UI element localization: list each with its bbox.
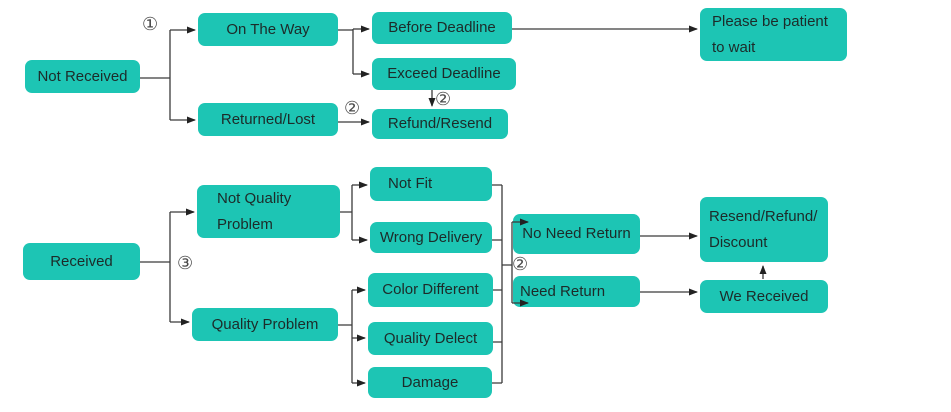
node-wrong-delivery: Wrong Delivery — [370, 222, 492, 253]
node-resend-refund-discount: Resend/Refund/ Discount — [700, 197, 828, 262]
node-quality-problem: Quality Problem — [192, 308, 338, 341]
node-returned-lost: Returned/Lost — [198, 103, 338, 136]
connector-notreceived-split — [140, 26, 196, 124]
node-not-quality-problem: Not Quality Problem — [197, 185, 340, 238]
node-received: Received — [23, 243, 140, 280]
node-refund-resend: Refund/Resend — [372, 109, 508, 139]
node-exceed-deadline: Exceed Deadline — [372, 58, 516, 90]
node-quality-delect: Quality Delect — [368, 322, 493, 355]
connector-ontheway-split — [338, 25, 370, 78]
step-circle-1: ① — [142, 14, 159, 35]
step-circle-2c: ② — [512, 254, 529, 275]
connector-notquality-split — [340, 181, 368, 244]
node-color-different: Color Different — [368, 273, 493, 307]
node-need-return: Need Return — [513, 276, 640, 307]
node-we-received: We Received — [700, 280, 828, 313]
step-circle-2b: ② — [435, 89, 452, 110]
node-not-received: Not Received — [25, 60, 140, 93]
step-circle-3: ③ — [177, 253, 194, 274]
node-no-need-return: No Need Return — [513, 214, 640, 254]
connector-quality-split — [338, 286, 366, 387]
node-on-the-way: On The Way — [198, 13, 338, 46]
step-circle-2a: ② — [344, 98, 361, 119]
node-before-deadline: Before Deadline — [372, 12, 512, 44]
node-not-fit: Not Fit — [370, 167, 492, 201]
node-please-be-patient: Please be patient to wait — [700, 8, 847, 61]
node-damage: Damage — [368, 367, 492, 398]
